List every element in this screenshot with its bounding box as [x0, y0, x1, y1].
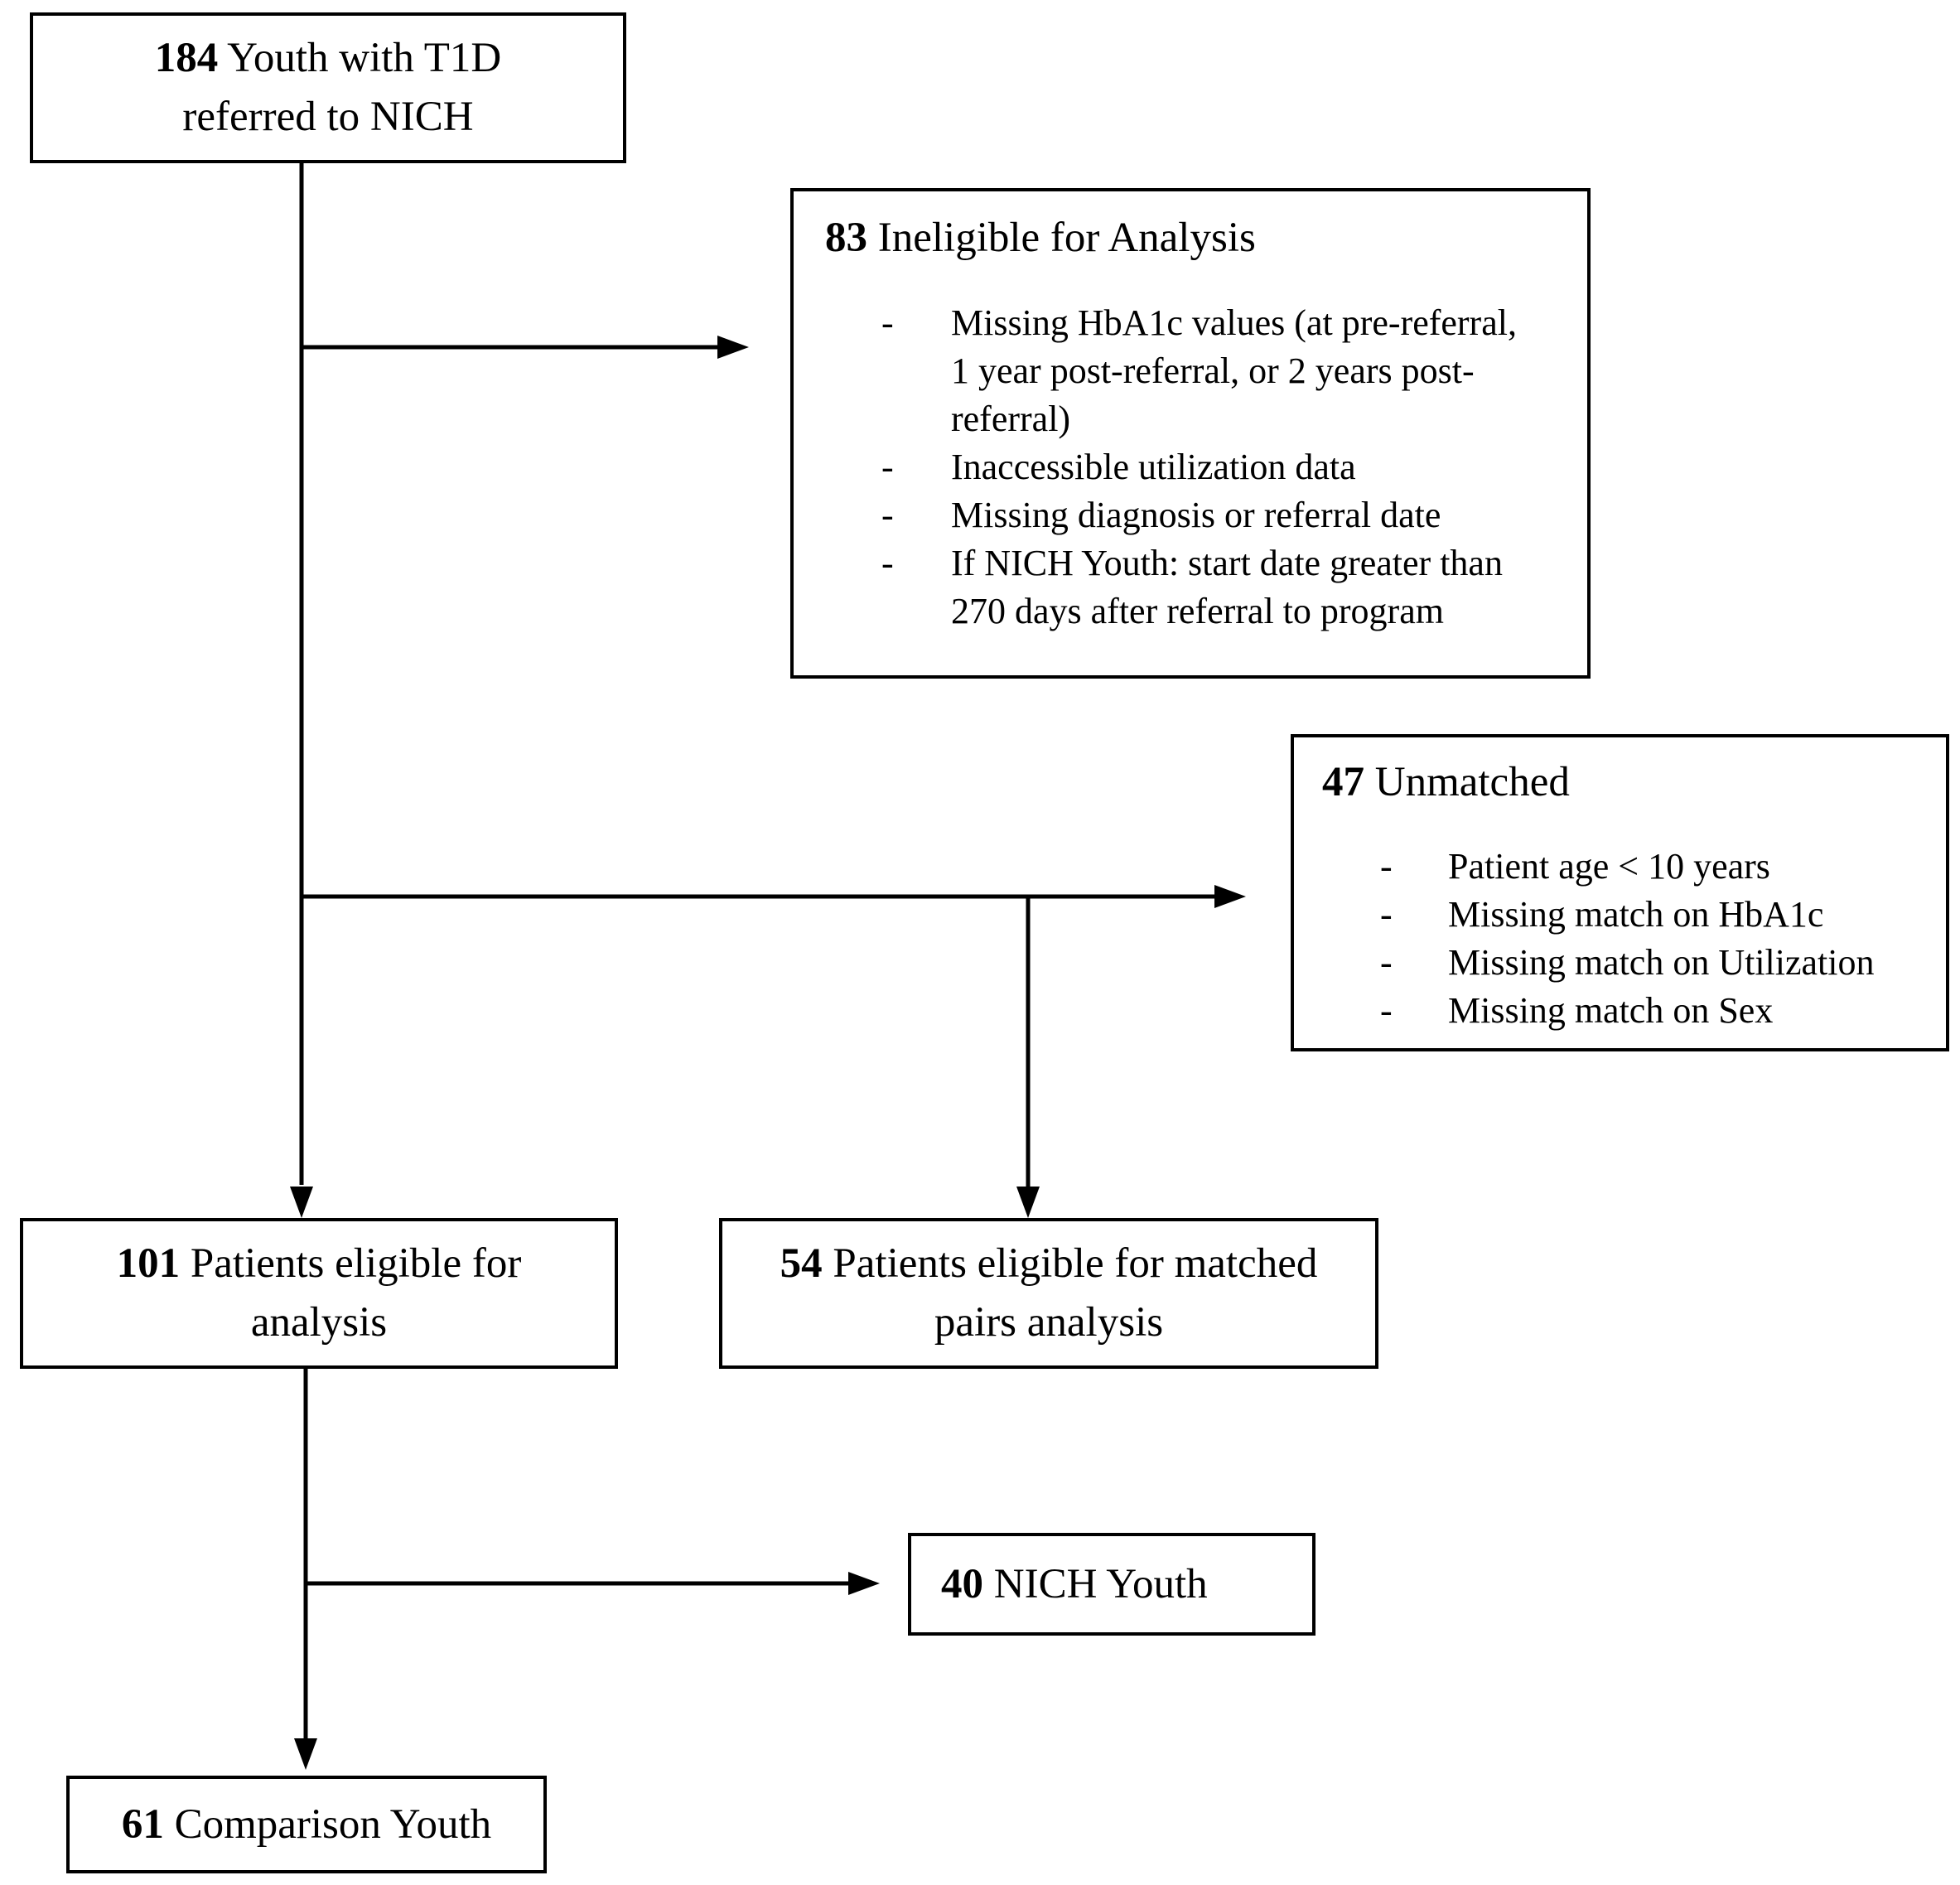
arrow-to-nich [848, 1572, 880, 1595]
ineligible-reason-item: - Missing HbA1c values (at pre-referral, 1… [794, 299, 1587, 443]
bullet-dash: - [881, 495, 894, 535]
reason-text-line: Missing match on Sex [1448, 990, 1774, 1031]
node-referred-text1: Youth with T1D [218, 35, 502, 81]
node-referred-line1: 184 Youth with T1D [155, 29, 501, 88]
reason-text-line: Patient age < 10 years [1448, 846, 1770, 887]
node-eligible-text1: Patients eligible for [180, 1240, 522, 1287]
ineligible-reason-item: - Inaccessible utilization data [794, 443, 1587, 491]
node-unmatched: 47 Unmatched - Patient age < 10 years - Mis… [1291, 734, 1949, 1051]
node-nich-count: 40 [941, 1560, 983, 1607]
reason-text-line: Inaccessible utilization data [951, 447, 1356, 487]
node-nich-line1: 40 NICH Youth [911, 1555, 1208, 1614]
node-unmatched-title: Unmatched [1364, 759, 1570, 805]
node-unmatched-heading: 47 Unmatched [1322, 757, 1570, 807]
node-comparison-text1: Comparison Youth [163, 1800, 492, 1848]
reason-text-line: Missing match on HbA1c [1448, 894, 1824, 935]
node-nich-text1: NICH Youth [983, 1560, 1208, 1607]
reason-text-line: 270 days after referral to program [951, 591, 1444, 631]
bullet-dash: - [881, 543, 894, 583]
unmatched-reason-item: - Patient age < 10 years [1294, 843, 1946, 891]
unmatched-reason-item: - Missing match on HbA1c [1294, 891, 1946, 939]
ineligible-reason-item: - Missing diagnosis or referral date [794, 491, 1587, 539]
unmatched-reason-item: - Missing match on Sex [1294, 987, 1946, 1035]
node-ineligible-count: 83 [825, 215, 867, 261]
node-matched-text1: Patients eligible for matched [822, 1240, 1318, 1287]
node-eligible-count: 101 [116, 1240, 181, 1287]
node-matched-line2: pairs analysis [934, 1299, 1164, 1346]
unmatched-reasons-list: - Patient age < 10 years - Missing match on… [1294, 843, 1946, 1035]
node-matched-count: 54 [780, 1240, 823, 1287]
unmatched-reason-item: - Missing match on Utilization [1294, 939, 1946, 987]
node-nich: 40 NICH Youth [908, 1533, 1316, 1636]
arrow-to-matched [1016, 1187, 1040, 1218]
node-referred-line2: referred to NICH [182, 94, 474, 140]
bullet-dash: - [1380, 894, 1393, 935]
node-referred-count: 184 [154, 35, 219, 81]
bullet-dash: - [881, 302, 894, 343]
reason-text-line: referral) [951, 399, 1071, 439]
node-matched: 54 Patients eligible for matched pairs a… [719, 1218, 1378, 1369]
node-comparison-count: 61 [121, 1800, 164, 1848]
reason-text-line: If NICH Youth: start date greater than [951, 543, 1503, 583]
ineligible-reasons-list: - Missing HbA1c values (at pre-referral, 1… [794, 299, 1587, 636]
arrow-to-ineligible [717, 336, 749, 359]
node-ineligible: 83 Ineligible for Analysis - Missing HbA1… [790, 188, 1591, 679]
bullet-dash: - [1380, 846, 1393, 887]
node-eligible-line2: analysis [250, 1299, 388, 1346]
node-referred: 184 Youth with T1D referred to NICH [30, 12, 626, 163]
node-comparison: 61 Comparison Youth [66, 1776, 547, 1873]
bullet-dash: - [1380, 990, 1393, 1031]
node-ineligible-title: Ineligible for Analysis [867, 215, 1256, 261]
reason-text-line: Missing HbA1c values (at pre-referral, [951, 302, 1517, 343]
node-matched-line1: 54 Patients eligible for matched [780, 1235, 1318, 1293]
arrow-to-eligible [290, 1187, 313, 1218]
node-eligible: 101 Patients eligible for analysis [20, 1218, 618, 1369]
bullet-dash: - [881, 447, 894, 487]
arrow-to-unmatched [1214, 885, 1246, 908]
node-unmatched-count: 47 [1322, 759, 1364, 805]
reason-text-line: Missing diagnosis or referral date [951, 495, 1441, 535]
arrow-to-comparison [294, 1738, 317, 1770]
bullet-dash: - [1380, 942, 1393, 983]
node-comparison-line1: 61 Comparison Youth [122, 1796, 491, 1854]
ineligible-reason-item: - If NICH Youth: start date greater than 2… [794, 539, 1587, 636]
node-eligible-line1: 101 Patients eligible for [117, 1235, 522, 1293]
reason-text-line: 1 year post-referral, or 2 years post- [951, 350, 1475, 391]
reason-text-line: Missing match on Utilization [1448, 942, 1875, 983]
node-ineligible-heading: 83 Ineligible for Analysis [825, 213, 1256, 263]
